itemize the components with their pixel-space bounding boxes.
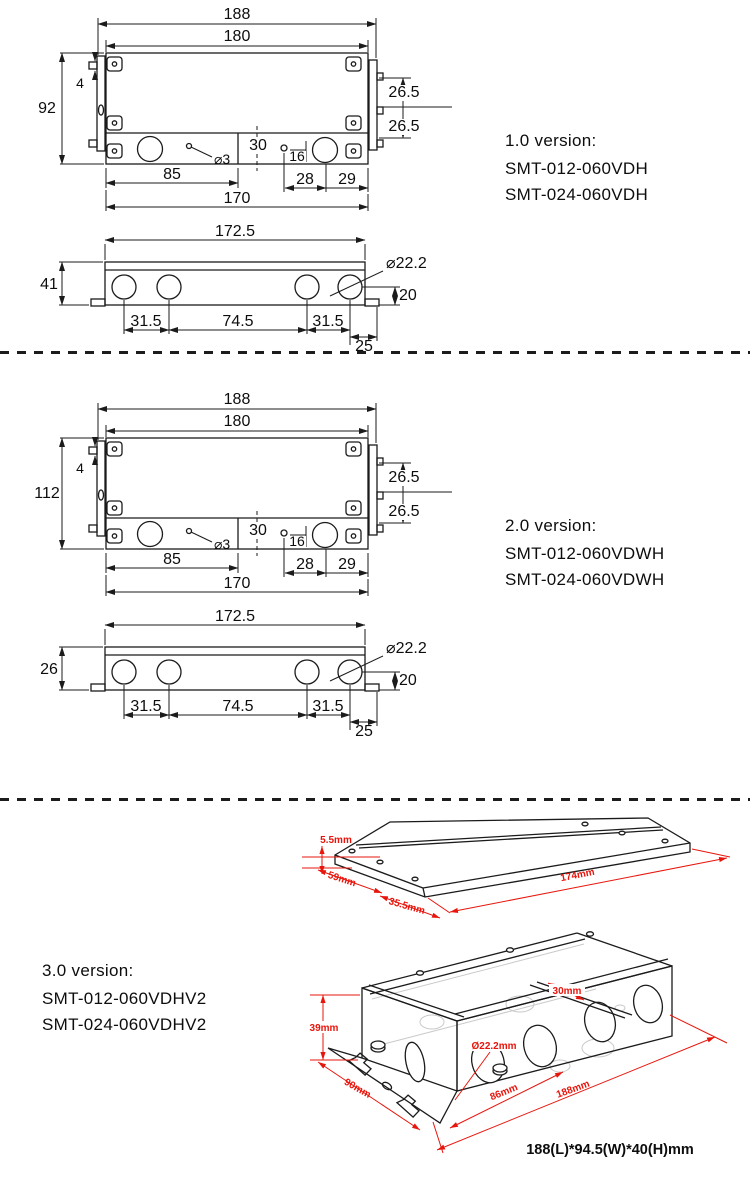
v3-model-2: SMT-024-060VDHV2 <box>42 1015 207 1034</box>
dim-side-height: 26 <box>40 661 58 678</box>
dim-knockout-diameter: ⌀22.2 <box>386 255 427 272</box>
dim-lid-length: 174mm <box>560 867 596 884</box>
v2-dimension-labels: 188 180 112 4 26.5 26.5 85 28 29 170 30 … <box>34 391 427 740</box>
dim-knockout-drop: 20 <box>399 287 417 304</box>
dim-hole-offset: 16 <box>289 148 305 164</box>
v1-version-title: 1.0 version: <box>505 131 597 150</box>
dim-side-width: 172.5 <box>215 223 255 240</box>
v2-version-title: 2.0 version: <box>505 516 597 535</box>
dim-notch: 4 <box>76 460 84 476</box>
dim-right-lower: 26.5 <box>388 503 419 520</box>
dim-knockout-drop: 20 <box>399 672 417 689</box>
dim-box-flange: 90mm <box>342 1077 373 1101</box>
dim-hole-diameter: ⌀3 <box>214 536 230 552</box>
dim-hole-span-1: 28 <box>296 556 314 573</box>
dim-width-inner: 180 <box>224 28 251 45</box>
dim-box-compartment: 30mm <box>553 986 582 997</box>
v2-dimension-drawing: 188 180 112 4 26.5 26.5 85 28 29 170 30 … <box>34 391 470 740</box>
section-divider-2 <box>0 798 750 801</box>
dim-hole-span-2: 29 <box>338 171 356 188</box>
v1-version-block: 1.0 version: SMT-012-060VDH SMT-024-060V… <box>505 128 648 208</box>
dim-knockout-pitch-3: 31.5 <box>312 313 343 330</box>
dim-hole-diameter: ⌀3 <box>214 151 230 167</box>
dim-right-upper: 26.5 <box>388 469 419 486</box>
box-dimensions: 39mm 30mm Ø22.2mm 90mm 86mm 188mm <box>305 982 728 1154</box>
dim-total-span: 170 <box>224 190 251 207</box>
v2-model-2: SMT-024-060VDWH <box>505 570 665 589</box>
dim-box-inner-length: 86mm <box>489 1082 520 1103</box>
dim-lid-front-width: 35.5mm <box>387 896 426 917</box>
dim-knockout-pitch-2: 74.5 <box>222 698 253 715</box>
lid-outline <box>334 817 691 898</box>
dim-lid-thickness: 5.5mm <box>320 835 352 846</box>
dim-hole-offset: 16 <box>289 533 305 549</box>
dim-left-span: 85 <box>163 166 181 183</box>
v1-dimension-drawing: 188 180 92 4 26.5 26.5 85 28 29 170 30 1… <box>38 6 470 355</box>
dim-lid-back-width: 59mm <box>326 870 357 889</box>
dim-right-upper: 26.5 <box>388 84 419 101</box>
v2-model-1: SMT-012-060VDWH <box>505 544 665 563</box>
dim-left-span: 85 <box>163 551 181 568</box>
dim-notch: 4 <box>76 75 84 91</box>
dim-side-width: 172.5 <box>215 608 255 625</box>
v1-model-1: SMT-012-060VDH <box>505 159 649 178</box>
dim-total-span: 170 <box>224 575 251 592</box>
v3-version-block: 3.0 version: SMT-012-060VDHV2 SMT-024-06… <box>42 958 206 1038</box>
v1-dimension-labels: 188 180 92 4 26.5 26.5 85 28 29 170 30 1… <box>38 6 427 355</box>
overall-size-label: 188(L)*94.5(W)*40(H)mm <box>526 1142 694 1158</box>
dim-knockout-pitch-1: 31.5 <box>130 313 161 330</box>
dim-strip-height: 30 <box>249 522 267 539</box>
dim-hole-span-2: 29 <box>338 556 356 573</box>
dim-strip-height: 30 <box>249 137 267 154</box>
dim-height-body: 112 <box>34 485 60 502</box>
dim-knockout-pitch-1: 31.5 <box>130 698 161 715</box>
v3-model-1: SMT-012-060VDHV2 <box>42 989 207 1008</box>
dim-knockout-end: 25 <box>355 338 373 355</box>
dim-box-length: 188mm <box>555 1079 591 1101</box>
dim-knockout-end: 25 <box>355 723 373 740</box>
dim-hole-span-1: 28 <box>296 171 314 188</box>
dim-width-overall: 188 <box>224 391 251 408</box>
dim-knockout-pitch-2: 74.5 <box>222 313 253 330</box>
v2-version-block: 2.0 version: SMT-012-060VDWH SMT-024-060… <box>505 513 664 593</box>
dim-width-inner: 180 <box>224 413 251 430</box>
v1-model-2: SMT-024-060VDH <box>505 185 649 204</box>
dim-right-lower: 26.5 <box>388 118 419 135</box>
dim-width-overall: 188 <box>224 6 251 23</box>
dim-height-body: 92 <box>38 100 56 117</box>
dim-side-height: 41 <box>40 276 58 293</box>
dim-box-height: 39mm <box>310 1023 339 1034</box>
v3-version-title: 3.0 version: <box>42 961 134 980</box>
dim-knockout-pitch-3: 31.5 <box>312 698 343 715</box>
v3-isometric-drawing: 5.5mm 59mm 35.5mm 174mm <box>302 817 731 1154</box>
dim-knockout-diameter: ⌀22.2 <box>386 640 427 657</box>
section-divider-1 <box>0 351 750 354</box>
dim-box-hole-diameter: Ø22.2mm <box>471 1041 516 1052</box>
